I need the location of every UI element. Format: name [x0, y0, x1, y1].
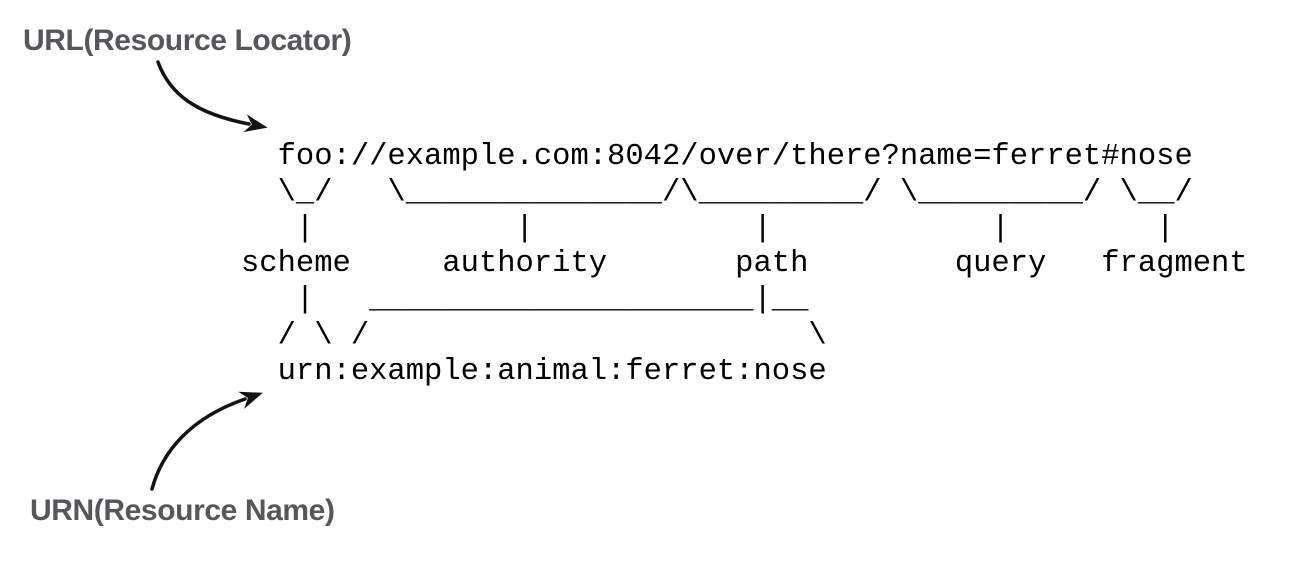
url-annotation-label: URL(Resource Locator) — [23, 24, 352, 57]
urn-annotation-label: URN(Resource Name) — [30, 494, 335, 527]
uri-ascii-figure: foo://example.com:8042/over/there?name=f… — [241, 140, 1248, 389]
urn-arrow-icon — [150, 391, 263, 491]
url-arrow-icon — [156, 60, 268, 133]
